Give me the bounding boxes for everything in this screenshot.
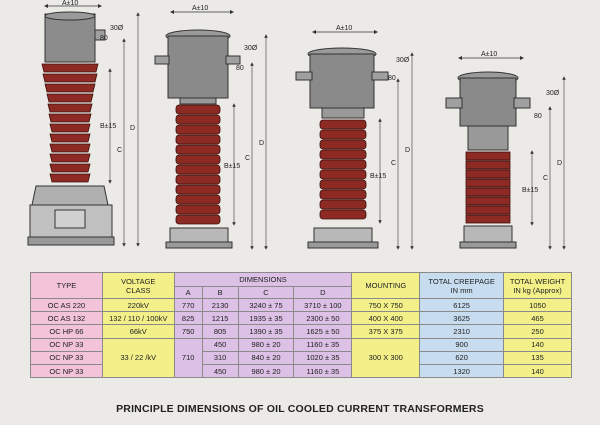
dim-b-label-3: B±15 [370,173,386,180]
cell-b: 450 [201,337,239,352]
transformer-drawings: A±10 80 30Ø B±15 C D [27,0,566,250]
cell-a: 710 [173,337,203,379]
cell-b: 2130 [201,297,239,313]
table-row: OC AS 220 220kV 770 2130 3240 ± 75 3710 … [30,297,572,313]
dim-a-label-4: A±10 [481,51,497,58]
cell-creepage: 2310 [419,324,505,339]
dim-d-label-1: D [130,125,135,132]
dim-b-label-2: B±15 [224,163,240,170]
dim-b-label-1: B±15 [100,123,116,130]
cell-d: 3710 ± 100 [293,297,353,313]
header-a: A [173,286,203,299]
header-d: D [293,286,353,299]
dim-d-label-2: D [259,140,264,147]
transformer-drawing-4: A±10 80 30Ø B±15 C D [445,51,566,250]
cell-voltage: 220kV [101,297,175,313]
dim-80-label-1: 80 [100,35,108,42]
dim-80-label-2: 80 [236,65,244,72]
cell-d: 1160 ± 35 [293,363,353,379]
dim-a-label-2: A±10 [192,5,208,12]
cell-c: 980 ± 20 [237,337,295,352]
cell-creepage: 620 [419,350,505,365]
table-row: OC NP 33 33 / 22 /kV 710 450 980 ± 20 11… [30,337,572,379]
dim-30-label-1: 30Ø [110,25,124,32]
cell-creepage: 1320 [419,363,505,379]
cell-c: 3240 ± 75 [237,297,295,313]
dim-d-label-4: D [557,160,562,167]
dim-30-label-4: 30Ø [546,90,560,97]
cell-weight: 250 [503,324,572,339]
dim-30-label-2: 30Ø [244,45,258,52]
cell-type: OC HP 66 [30,324,103,339]
cell-voltage: 132 / 110 / 100kV [101,311,175,326]
cell-a: 770 [173,297,203,313]
cell-voltage: 66kV [101,324,175,339]
transformer-drawing-1: A±10 80 30Ø B±15 C D [27,0,140,247]
dim-a-label-3: A±10 [336,25,352,32]
cell-mounting: 375 X 375 [351,324,421,339]
header-b: B [201,286,239,299]
spec-table: TYPE VOLTAGE CLASS DIMENSIONS MOUNTING T… [30,272,572,379]
cell-weight: 140 [503,363,572,379]
cell-mounting: 400 X 400 [351,311,421,326]
dim-c-label-3: C [391,160,396,167]
table-row: OC AS 132 132 / 110 / 100kV 825 1215 193… [30,311,572,326]
dim-c-label-4: C [543,175,548,182]
cell-type: OC NP 33 [30,337,103,352]
dim-c-label-2: C [245,155,250,162]
cell-creepage: 6125 [419,297,505,313]
cell-b: 805 [201,324,239,339]
dim-a-label-1: A±10 [62,0,78,7]
dim-c-label-1: C [117,147,122,154]
cell-d: 2300 ± 50 [293,311,353,326]
transformer-drawing-2: A±10 80 30Ø B±15 C D [154,5,268,250]
insulator-2 [175,104,221,225]
dim-30-label-3: 30Ø [396,57,410,64]
cell-c: 1390 ± 35 [237,324,295,339]
dim-80-label-4: 80 [534,113,542,120]
header-c: C [237,286,295,299]
cell-d: 1020 ± 35 [293,350,353,365]
cell-weight: 1050 [503,297,572,313]
transformer-drawing-3: A±10 80 30Ø B±15 C D [295,25,414,250]
dim-80-label-3: 80 [388,75,396,82]
cell-type: OC NP 33 [30,350,103,365]
cell-type: OC NP 33 [30,363,103,379]
table-row: OC HP 66 66kV 750 805 1390 ± 35 1625 ± 5… [30,324,572,339]
cell-mounting: 300 X 300 [351,337,421,379]
cell-d: 1160 ± 35 [293,337,353,352]
insulator-4 [465,151,511,224]
dim-b-label-4: B±15 [522,187,538,194]
cell-d: 1625 ± 50 [293,324,353,339]
cell-b: 1215 [201,311,239,326]
cell-type: OC AS 220 [30,297,103,313]
cell-creepage: 900 [419,337,505,352]
cell-type: OC AS 132 [30,311,103,326]
cell-weight: 140 [503,337,572,352]
insulator-1 [41,63,99,183]
header-dimensions: DIMENSIONS [173,272,353,287]
table-row: OC NP 33 310 840 ± 20 1020 ± 35 620 135 [30,350,572,365]
cell-weight: 135 [503,350,572,365]
table-row: OC NP 33 450 980 ± 20 1160 ± 35 1320 140 [30,363,572,379]
cell-mounting: 750 X 750 [351,297,421,313]
cell-b: 450 [201,363,239,379]
dim-d-label-3: D [405,147,410,154]
page-caption: PRINCIPLE DIMENSIONS OF OIL COOLED CURRE… [116,403,484,415]
insulator-3 [319,119,367,220]
cell-c: 1935 ± 35 [237,311,295,326]
cell-c: 840 ± 20 [237,350,295,365]
cell-a: 825 [173,311,203,326]
cell-c: 980 ± 20 [237,363,295,379]
header-mounting: MOUNTING [351,272,421,299]
cell-a: 750 [173,324,203,339]
cell-voltage: 33 / 22 /kV [101,337,175,379]
header-type: TYPE [30,272,103,299]
cell-weight: 465 [503,311,572,326]
cell-creepage: 3625 [419,311,505,326]
cell-b: 310 [201,350,239,365]
header-creepage: TOTAL CREEPAGE IN mm [419,272,505,299]
header-voltage: VOLTAGE CLASS [101,272,175,299]
header-weight: TOTAL WEIGHT IN kg (Approx) [503,272,572,299]
